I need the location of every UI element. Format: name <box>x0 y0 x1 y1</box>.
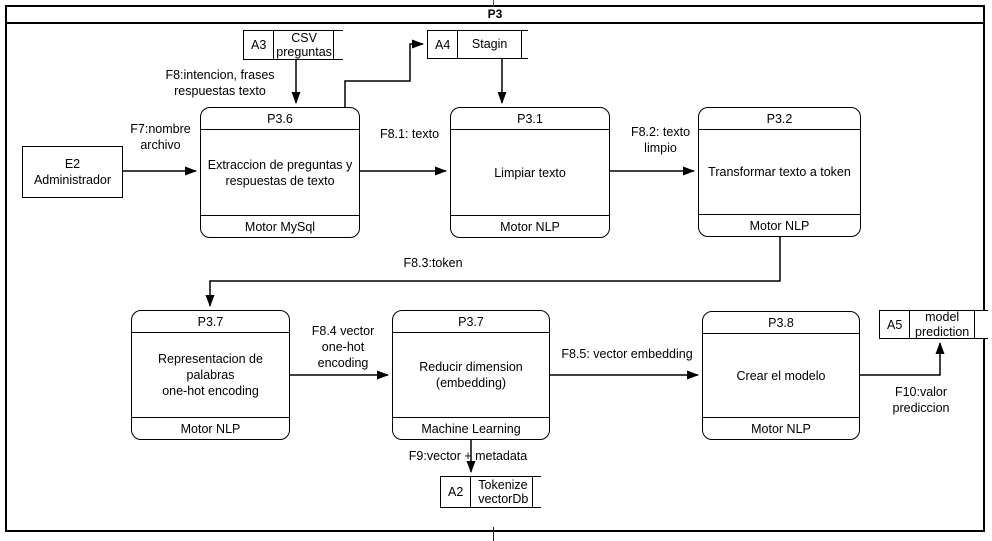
process-engine: Motor MySql <box>201 215 359 237</box>
process-label: Crear el modelo <box>736 368 826 383</box>
flow-label-f8-5: F8.5: vector embedding <box>561 347 693 361</box>
arrow-p32-to-p37a <box>205 236 781 307</box>
arrow-p36-to-a4 <box>344 39 424 107</box>
process-id: P3.7 <box>393 311 549 333</box>
process-engine: Motor NLP <box>699 214 860 236</box>
process-engine: Motor NLP <box>451 215 609 237</box>
process-label: Representacion de palabras one-hot encod… <box>158 352 263 398</box>
datastore-a4-stagin: A4 Stagin <box>427 30 528 59</box>
flow-label-f10: F10:valor prediccion <box>892 385 950 415</box>
process-id: P3.7 <box>132 311 289 333</box>
process-id: P3.6 <box>201 108 359 130</box>
process-p3-7-onehot: P3.7 Representacion de palabras one-hot … <box>131 310 290 440</box>
process-p3-6: P3.6 Extraccion de preguntas y respuesta… <box>200 107 360 238</box>
flow-label-f8-2: F8.2: texto limpio <box>630 125 691 155</box>
process-engine: Motor NLP <box>132 417 289 439</box>
process-id: P3.8 <box>703 312 859 334</box>
datastore-id: A3 <box>244 31 275 59</box>
process-id: P3.1 <box>451 108 609 130</box>
datastore-id: A4 <box>428 31 459 58</box>
datastore-label: CSV preguntas <box>276 30 332 60</box>
datastore-label: Stagin <box>471 37 508 52</box>
diagram-title: P3 <box>5 5 985 24</box>
datastore-id: A2 <box>441 477 472 507</box>
flow-label-f8-4: F8.4 vector one-hot encoding <box>311 324 375 370</box>
process-label: Limpiar texto <box>494 165 566 180</box>
process-label: Reducir dimension (embedding) <box>419 360 523 390</box>
process-id: P3.2 <box>699 108 860 130</box>
process-label: Extraccion de preguntas y respuestas de … <box>207 157 353 188</box>
process-p3-1: P3.1 Limpiar texto Motor NLP <box>450 107 610 238</box>
arrow-p38-to-a5 <box>860 342 945 376</box>
process-p3-2: P3.2 Transformar texto a token Motor NLP <box>698 107 861 237</box>
process-engine: Machine Learning <box>393 417 549 439</box>
flow-label-f8-3: F8.3:token <box>403 256 463 270</box>
process-engine: Motor NLP <box>703 417 859 439</box>
process-label: Transformar texto a token <box>708 165 851 179</box>
flow-label-f8-1: F8.1: texto <box>379 127 440 141</box>
diagram-frame <box>5 5 985 532</box>
flow-label-f9: F9:vector + metadata <box>408 449 528 463</box>
page-boundary-tick-top <box>493 0 494 6</box>
entity-e2-administrador: E2 Administrador <box>22 146 123 198</box>
flow-label-f7: F7:nombre archivo <box>130 122 191 152</box>
datastore-label: model prediction <box>915 310 970 339</box>
process-p3-7-embedding: P3.7 Reducir dimension (embedding) Machi… <box>392 310 550 440</box>
datastore-id: A5 <box>880 311 911 338</box>
datastore-a2-tokenize-vectordb: A2 Tokenize vectorDb <box>440 476 541 508</box>
flow-label-f8: F8:intencion, frases respuestas texto <box>165 68 275 98</box>
process-p3-8: P3.8 Crear el modelo Motor NLP <box>702 311 860 440</box>
page-boundary-tick-bottom <box>493 527 494 541</box>
datastore-a5-model-prediction: A5 model prediction <box>879 310 988 339</box>
datastore-label: Tokenize vectorDb <box>478 477 529 507</box>
datastore-a3-csv-preguntas: A3 CSV preguntas <box>243 30 343 60</box>
